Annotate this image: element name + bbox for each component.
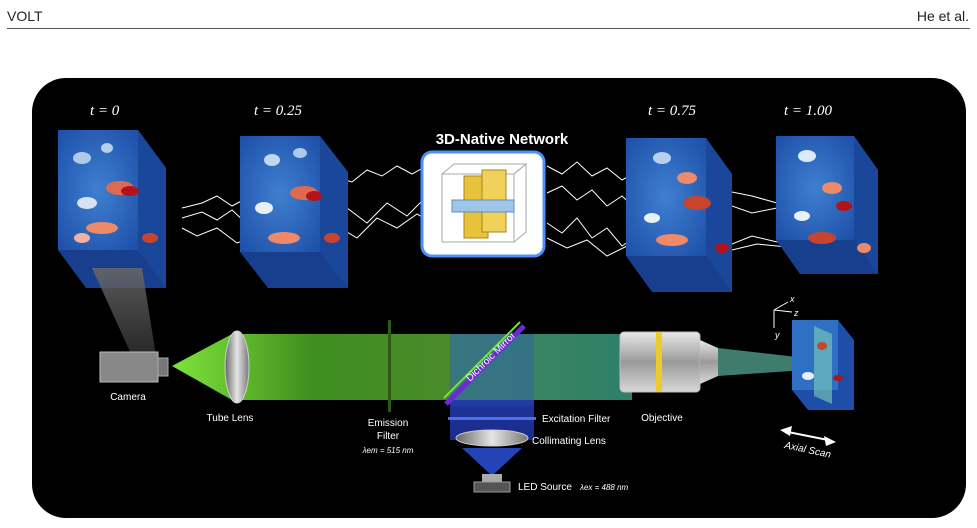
collimating-lens-label: Collimating Lens: [532, 436, 606, 447]
axial-scan-arrow: [780, 426, 836, 446]
excitation-overlap: [450, 334, 534, 406]
header-rule: [7, 28, 970, 29]
led-source: [473, 474, 511, 493]
volume-t075: [626, 138, 732, 292]
led-cone: [462, 448, 522, 474]
objective: [619, 331, 718, 393]
timepoint-label-2: t = 0.75: [648, 103, 697, 119]
camera-cone: [92, 268, 156, 356]
axes-gizmo: [773, 301, 793, 328]
axial-scan-label: Axial Scan: [782, 440, 832, 461]
tube-lens-label: Tube Lens: [207, 413, 254, 424]
emission-wavelength: λem = 515 nm: [362, 446, 414, 455]
sample-cone: [718, 348, 806, 376]
emission-beam: [172, 334, 452, 400]
dichroic-mirror: [444, 324, 526, 406]
tube-lens: [224, 330, 250, 404]
timepoint-label-1: t = 0.25: [254, 103, 303, 119]
camera-label: Camera: [110, 392, 146, 403]
timepoint-label-0: t = 0: [90, 103, 120, 119]
volume-t025: [240, 136, 348, 288]
axis-x-label: x: [789, 294, 795, 304]
excitation-filter-label: Excitation Filter: [542, 414, 611, 425]
camera: [99, 351, 169, 383]
header-left: VOLT: [7, 8, 43, 24]
led-source-label: LED Source: [518, 482, 572, 493]
collimating-lens: [455, 429, 529, 447]
volume-t100-front: [776, 136, 854, 240]
header-right: He et al.: [916, 8, 969, 24]
emission-filter-label-1: Emission: [368, 418, 409, 429]
sample-volume: [792, 320, 854, 410]
axis-y-label: y: [774, 330, 780, 340]
figure-panel: t = 0 t = 0.25 t = 0.75 t = 1.00: [32, 78, 966, 518]
emission-filter-label-2: Filter: [377, 431, 400, 442]
timepoint-label-3: t = 1.00: [784, 103, 833, 119]
emission-filter: [388, 320, 391, 412]
network-box: [420, 150, 546, 258]
excitation-filter: [448, 417, 536, 420]
excitation-wavelength: λex = 488 nm: [579, 483, 629, 492]
objective-label: Objective: [641, 413, 683, 424]
volume-t0: [58, 130, 166, 288]
network-title: 3D-Native Network: [436, 131, 569, 148]
axis-z-label: z: [793, 308, 799, 318]
figure-svg: t = 0 t = 0.25 t = 0.75 t = 1.00: [58, 103, 878, 493]
volume-t100: [776, 136, 878, 274]
